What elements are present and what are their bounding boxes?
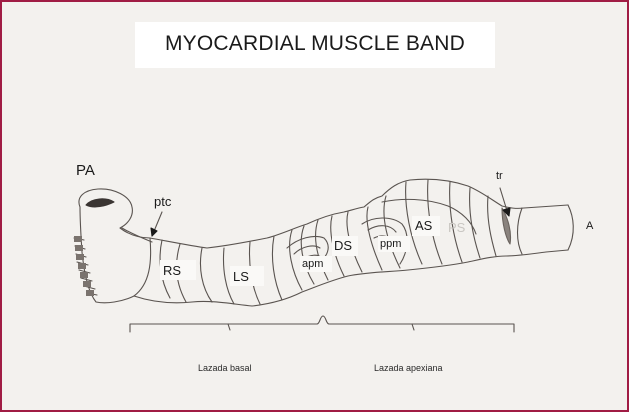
label-pa: PA xyxy=(76,162,95,179)
bracket-tick-right xyxy=(412,324,414,330)
label-ptc: ptc xyxy=(154,194,171,209)
bracket xyxy=(130,316,514,332)
title-box: MYOCARDIAL MUSCLE BAND xyxy=(135,22,495,68)
label-lazada-basal: Lazada basal xyxy=(198,363,252,373)
label-tr: tr xyxy=(496,170,503,182)
diagram-title: MYOCARDIAL MUSCLE BAND xyxy=(135,32,495,56)
label-ds: DS xyxy=(334,238,352,253)
label-ps: PS xyxy=(448,220,465,235)
label-ls: LS xyxy=(233,269,249,284)
label-ppm: ppm xyxy=(380,238,401,250)
label-a: A xyxy=(586,220,593,232)
label-apm: apm xyxy=(302,258,323,270)
aorta-inner xyxy=(518,208,523,254)
pulmonary-artery-rim xyxy=(86,199,114,207)
pulmonary-rim-stripes xyxy=(74,236,97,296)
bracket-tick-left xyxy=(228,324,230,330)
spiral-folds xyxy=(160,180,496,304)
label-rs: RS xyxy=(163,263,181,278)
label-lazada-apexiana: Lazada apexiana xyxy=(374,363,443,373)
label-as: AS xyxy=(415,218,432,233)
band-lower-edge xyxy=(134,250,568,306)
aorta-end xyxy=(568,205,573,250)
ptc-arrowhead xyxy=(151,228,157,236)
